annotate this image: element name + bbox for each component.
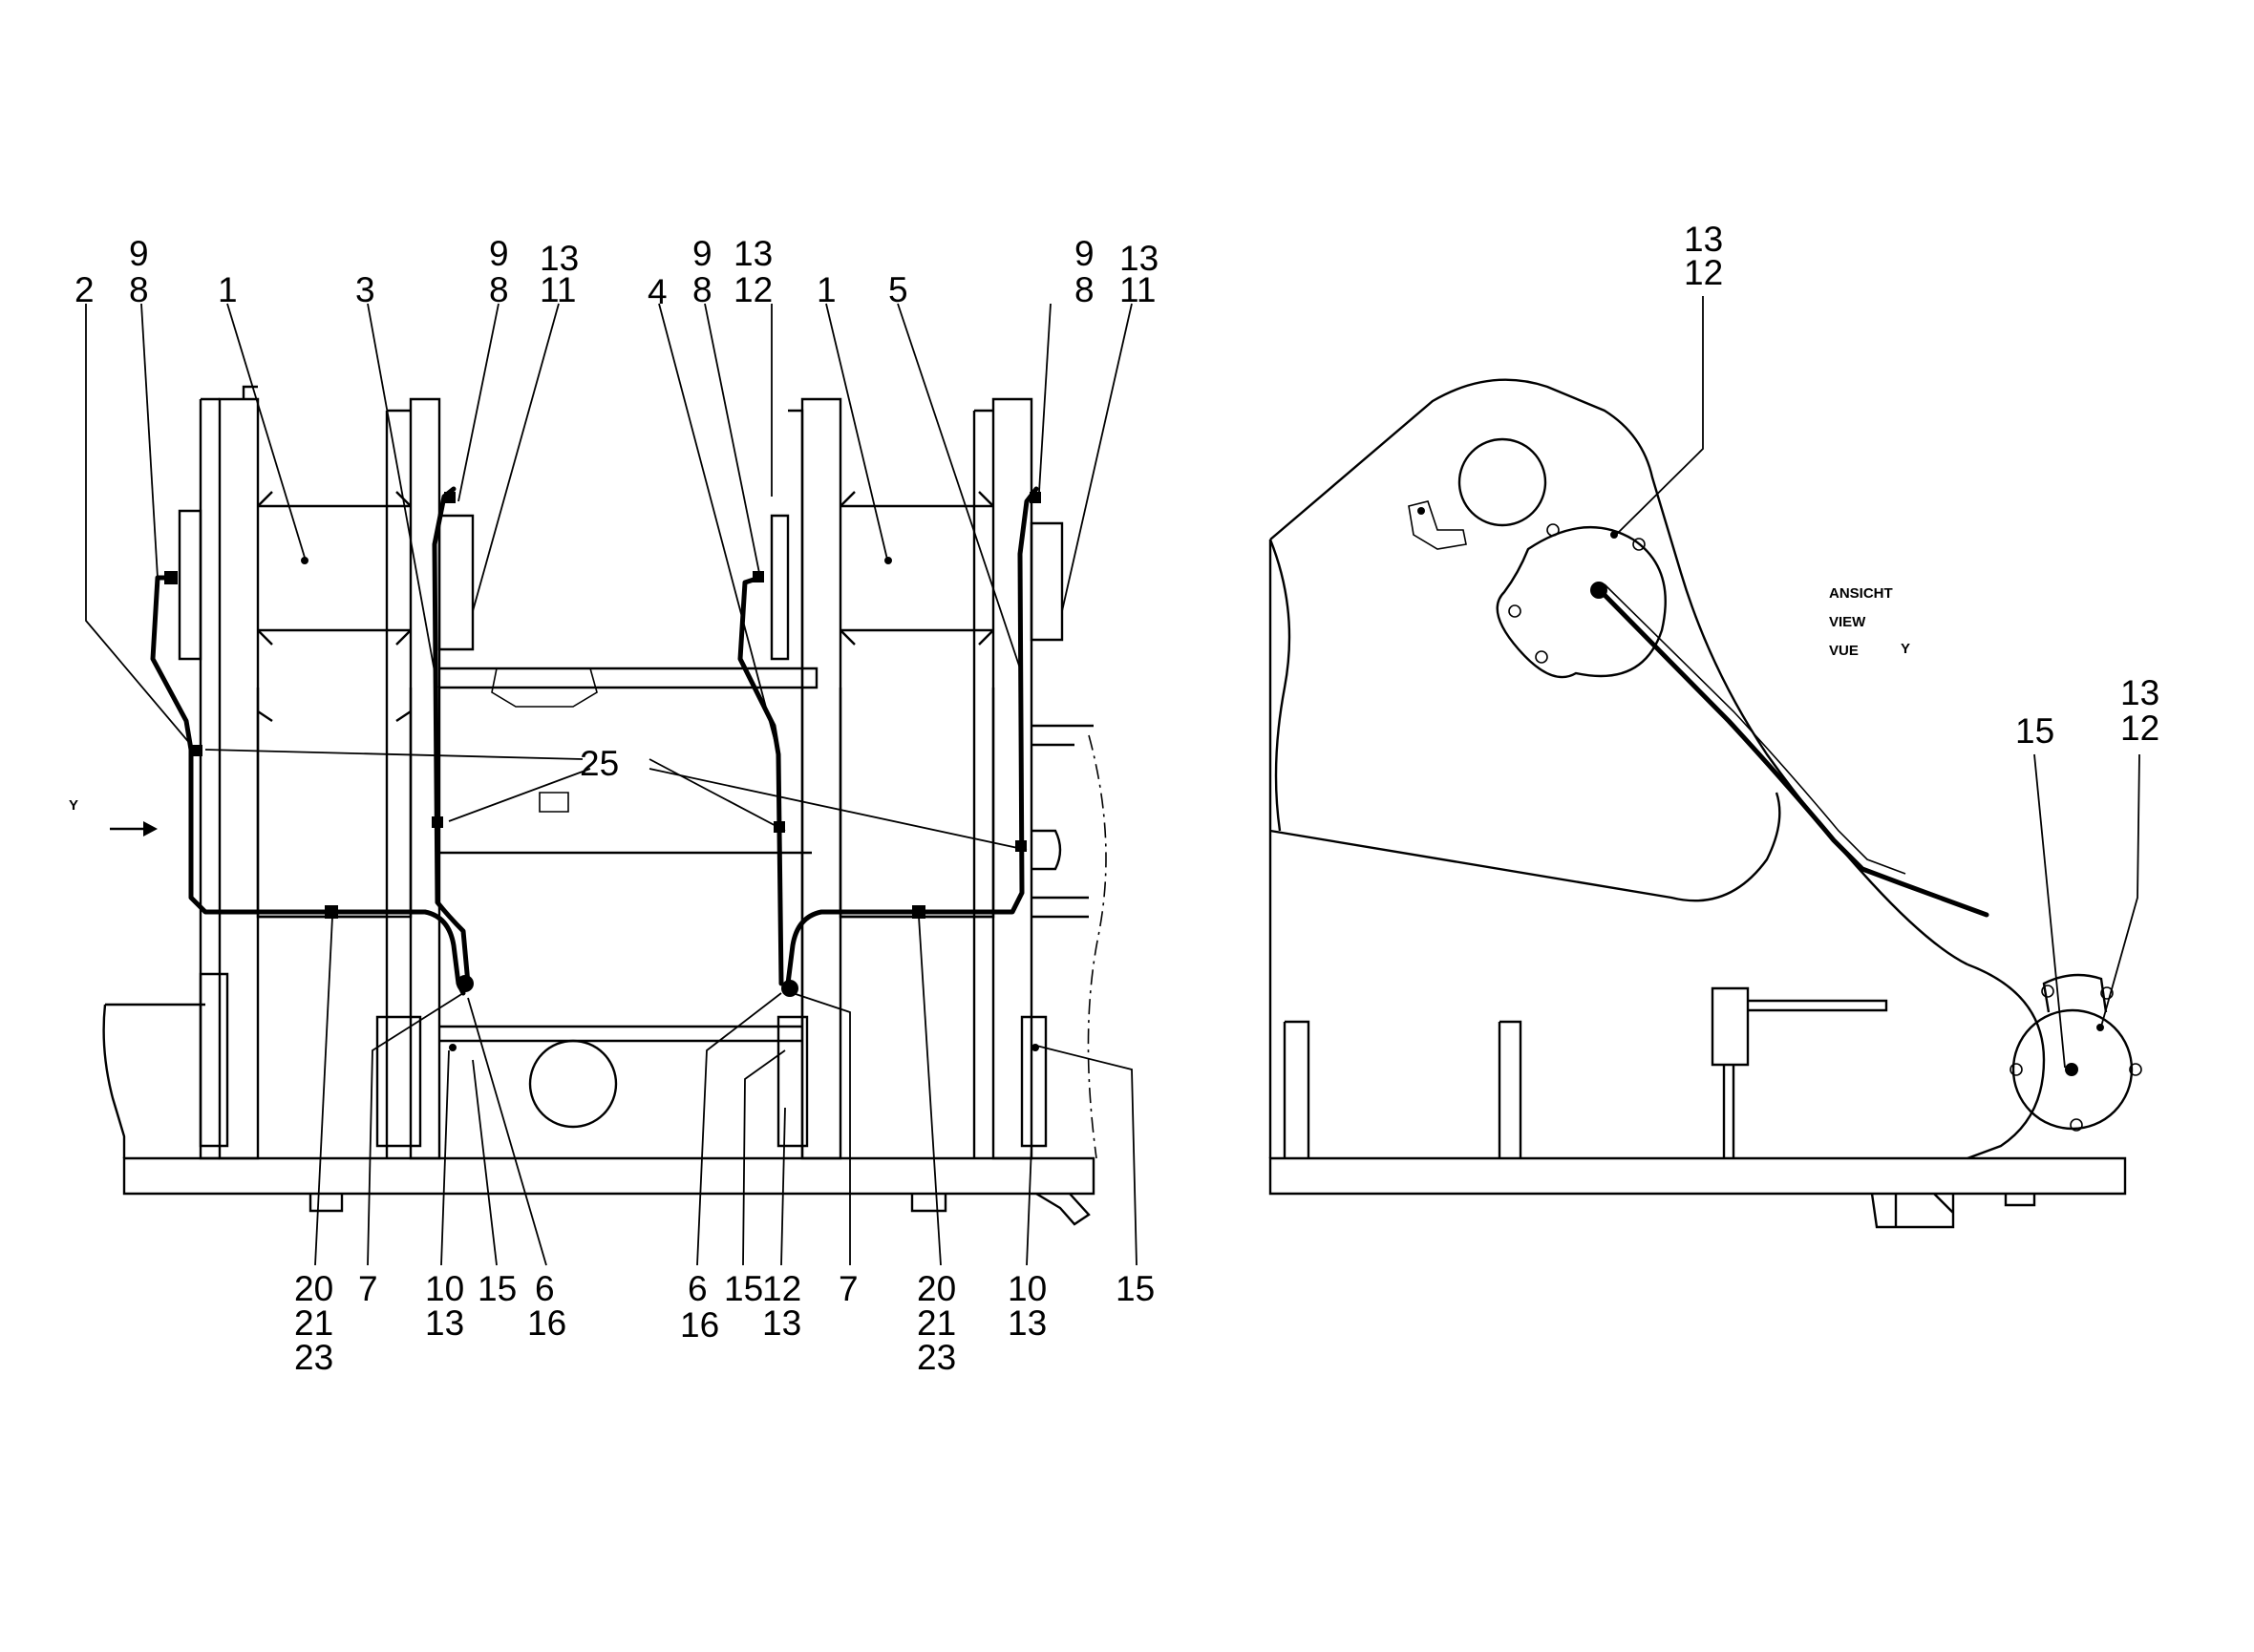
callout-labels: 9 8 2 1 3 9 8 13 11 9 8 13 12 4 1 5 9 8 … xyxy=(74,220,2159,1377)
callout-5: 5 xyxy=(888,270,908,309)
upper-bore xyxy=(1457,437,1547,527)
callout-21: 21 xyxy=(917,1303,956,1343)
callout-3: 3 xyxy=(355,270,375,309)
leader-lines xyxy=(85,303,1138,1266)
callout-13: 13 xyxy=(1684,220,1723,259)
callout-8: 8 xyxy=(129,270,149,309)
callout-12: 12 xyxy=(2120,709,2159,748)
callout-13: 13 xyxy=(540,239,579,278)
callout-23: 23 xyxy=(917,1338,956,1377)
callout-9: 9 xyxy=(489,234,509,273)
frame-bore xyxy=(528,1039,618,1129)
drum-assembly-left xyxy=(178,385,819,1160)
callout-6: 6 xyxy=(535,1269,555,1308)
hydraulic-hoses xyxy=(150,486,1039,996)
view-label-line3: VUE xyxy=(1829,643,1859,659)
callout-15: 15 xyxy=(1116,1269,1155,1308)
callout-15: 15 xyxy=(724,1269,763,1308)
callout-13: 13 xyxy=(1119,239,1159,278)
callout-8: 8 xyxy=(1074,270,1095,309)
callout-13: 13 xyxy=(425,1303,464,1343)
view-label-line1: ANSICHT xyxy=(1829,585,1893,602)
callout-20: 20 xyxy=(294,1269,333,1308)
arrow-letter: Y xyxy=(69,797,78,814)
callout-8: 8 xyxy=(489,270,509,309)
callout-7: 7 xyxy=(839,1269,859,1308)
callout-12: 12 xyxy=(734,270,773,309)
callout-13: 13 xyxy=(1008,1303,1047,1343)
callout-21: 21 xyxy=(294,1303,333,1343)
callout-4: 4 xyxy=(648,272,668,311)
lower-motor xyxy=(2011,1008,2134,1131)
callout-10: 10 xyxy=(425,1269,464,1308)
base-plate xyxy=(122,1156,1095,1196)
callout-9: 9 xyxy=(129,234,149,273)
front-view: Y xyxy=(69,303,1138,1266)
view-label-line2: VIEW xyxy=(1829,614,1866,630)
callout-13: 13 xyxy=(2120,673,2159,712)
callout-11: 11 xyxy=(540,270,576,309)
callout-1: 1 xyxy=(218,270,238,309)
callout-12: 12 xyxy=(1684,253,1723,292)
side-view-y: ANSICHT VIEW VUE Y xyxy=(1268,296,2142,1229)
callout-1: 1 xyxy=(817,270,837,309)
callout-20: 20 xyxy=(917,1269,956,1308)
callout-2: 2 xyxy=(74,270,95,309)
callout-23: 23 xyxy=(294,1338,333,1377)
callout-12: 12 xyxy=(762,1269,801,1308)
callout-25: 25 xyxy=(580,744,619,783)
drum-assembly-right xyxy=(770,397,1094,1160)
callout-16: 16 xyxy=(680,1305,719,1345)
callout-11: 11 xyxy=(1119,270,1156,309)
callout-16: 16 xyxy=(527,1303,566,1343)
view-label-letter: Y xyxy=(1901,641,1910,657)
callout-8: 8 xyxy=(692,270,712,309)
callout-7: 7 xyxy=(358,1269,378,1308)
callout-9: 9 xyxy=(1074,234,1095,273)
break-line xyxy=(1087,734,1107,1159)
callout-13: 13 xyxy=(762,1303,801,1343)
callout-15: 15 xyxy=(2015,711,2054,751)
upper-motor xyxy=(1496,525,1667,679)
callout-13: 13 xyxy=(734,234,773,273)
callout-10: 10 xyxy=(1008,1269,1047,1308)
callout-6: 6 xyxy=(688,1269,708,1308)
callout-15: 15 xyxy=(478,1269,517,1308)
callout-9: 9 xyxy=(692,234,712,273)
